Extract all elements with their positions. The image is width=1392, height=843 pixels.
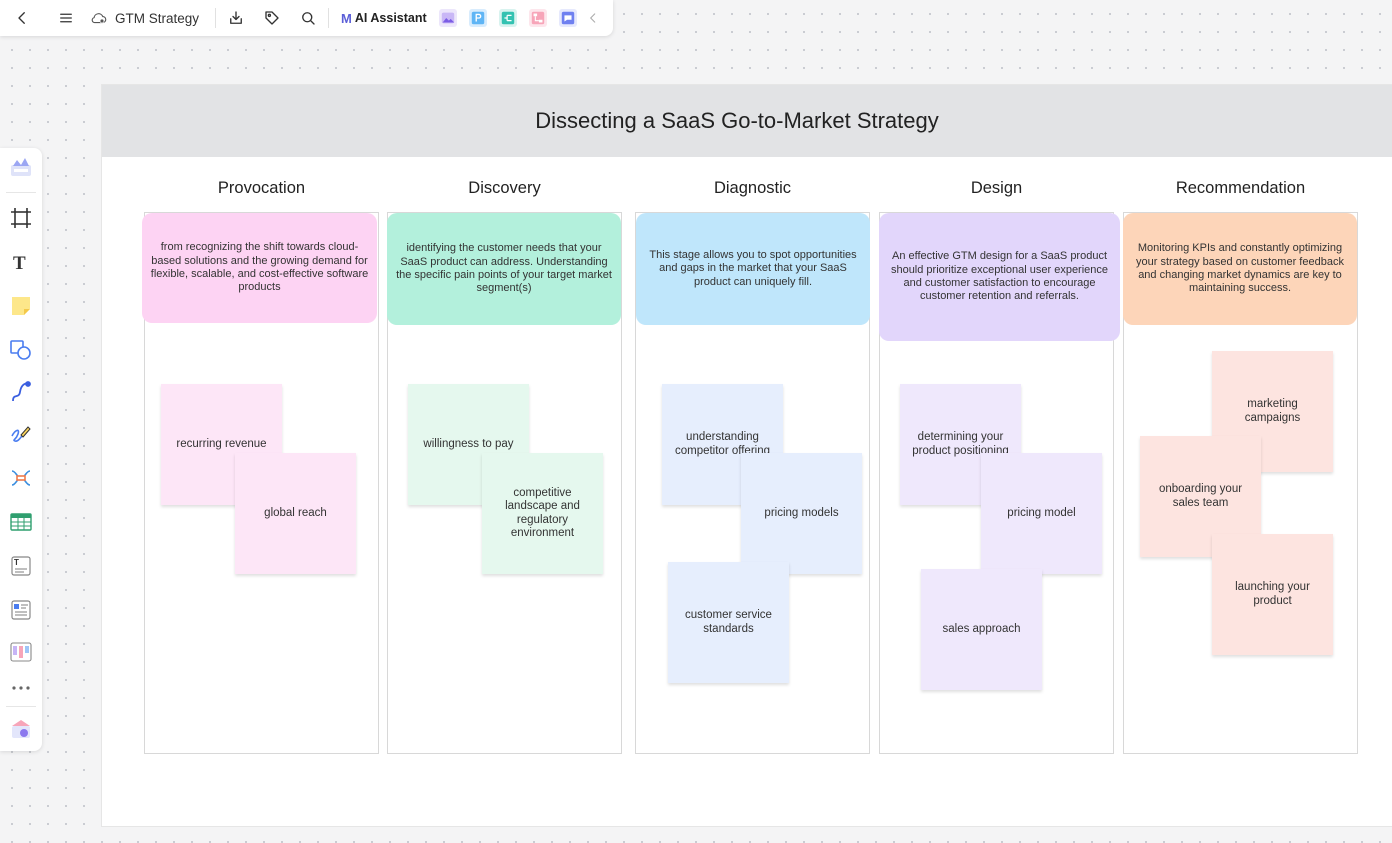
chat-app-icon[interactable]	[558, 9, 577, 27]
ai-assistant-button[interactable]: M AI Assistant	[335, 4, 433, 32]
plugins-gift-icon[interactable]	[8, 716, 34, 742]
mindmap-app-icon[interactable]	[498, 9, 517, 27]
sticky-note[interactable]: pricing models	[741, 453, 862, 574]
column-title-discovery[interactable]: Discovery	[468, 179, 541, 197]
templates-icon[interactable]	[8, 154, 34, 180]
column-recommendation	[1123, 212, 1358, 754]
kanban-icon[interactable]	[8, 639, 34, 665]
whiteboard-frame: Dissecting a SaaS Go-to-Market Strategy …	[102, 85, 1392, 826]
document-title-text: GTM Strategy	[115, 10, 200, 26]
column-title-provocation[interactable]: Provocation	[217, 179, 306, 197]
image-generator-icon[interactable]	[438, 9, 457, 27]
sticky-note[interactable]: customer service standards	[668, 562, 789, 683]
sticky-note[interactable]: global reach	[235, 453, 356, 574]
column-title-design[interactable]: Design	[970, 179, 1023, 197]
column-discovery	[387, 212, 622, 754]
more-tools-icon[interactable]	[8, 675, 34, 701]
collapse-toolbar-chevron-left-icon[interactable]	[583, 4, 603, 32]
ai-assistant-label: AI Assistant	[354, 11, 427, 25]
divider	[6, 192, 36, 193]
sticky-note[interactable]: pricing model	[981, 453, 1102, 574]
top-toolbar: GTM Strategy M AI Assistant	[0, 0, 613, 36]
column-description-provocation[interactable]: from recognizing the shift towards cloud…	[142, 213, 377, 323]
text-card-icon[interactable]: T	[8, 553, 34, 579]
column-design	[879, 212, 1114, 754]
text-tool-icon[interactable]: T	[8, 249, 34, 275]
sticky-note-icon[interactable]	[8, 293, 34, 319]
presentation-app-icon[interactable]	[468, 9, 487, 27]
document-title[interactable]: GTM Strategy	[84, 4, 205, 32]
ai-logo-icon: M	[341, 10, 352, 26]
shape-tool-icon[interactable]	[8, 337, 34, 363]
board-title[interactable]: Dissecting a SaaS Go-to-Market Strategy	[535, 108, 939, 133]
table-tool-icon[interactable]	[8, 509, 34, 535]
divider	[215, 8, 217, 28]
column-title-recommendation[interactable]: Recommendation	[1175, 179, 1306, 197]
cloud-sync-icon	[91, 13, 107, 24]
svg-text:T: T	[14, 558, 19, 567]
left-toolbar: T T	[0, 148, 42, 751]
svg-text:T: T	[13, 253, 26, 274]
column-provocation	[144, 212, 379, 754]
diagram-app-icon[interactable]	[528, 9, 547, 27]
sticky-note[interactable]: sales approach	[921, 569, 1042, 690]
back-chevron-left-icon[interactable]	[8, 4, 36, 32]
divider	[328, 8, 330, 28]
sticky-note[interactable]: competitive landscape and regulatory env…	[482, 453, 603, 574]
hamburger-menu-icon[interactable]	[52, 4, 80, 32]
frame-icon[interactable]	[8, 205, 34, 231]
divider	[6, 706, 36, 707]
column-description-design[interactable]: An effective GTM design for a SaaS produ…	[879, 213, 1120, 341]
pen-draw-icon[interactable]	[8, 421, 34, 447]
download-icon[interactable]	[222, 4, 250, 32]
search-icon[interactable]	[294, 4, 322, 32]
sticky-note[interactable]: determining your product positioning	[900, 384, 1021, 505]
column-description-recommendation[interactable]: Monitoring KPIs and constantly optimizin…	[1123, 213, 1357, 325]
mindmap-tool-icon[interactable]	[8, 465, 34, 491]
column-description-diagnostic[interactable]: This stage allows you to spot opportunit…	[636, 213, 870, 325]
sticky-note[interactable]: launching your product	[1212, 534, 1333, 655]
tag-icon[interactable]	[258, 4, 286, 32]
board-header: Dissecting a SaaS Go-to-Market Strategy	[102, 85, 1392, 157]
column-diagnostic	[635, 212, 870, 754]
list-card-icon[interactable]	[8, 597, 34, 623]
column-title-diagnostic[interactable]: Diagnostic	[713, 179, 792, 197]
column-description-discovery[interactable]: identifying the customer needs that your…	[387, 213, 621, 325]
connector-line-icon[interactable]	[8, 379, 34, 405]
